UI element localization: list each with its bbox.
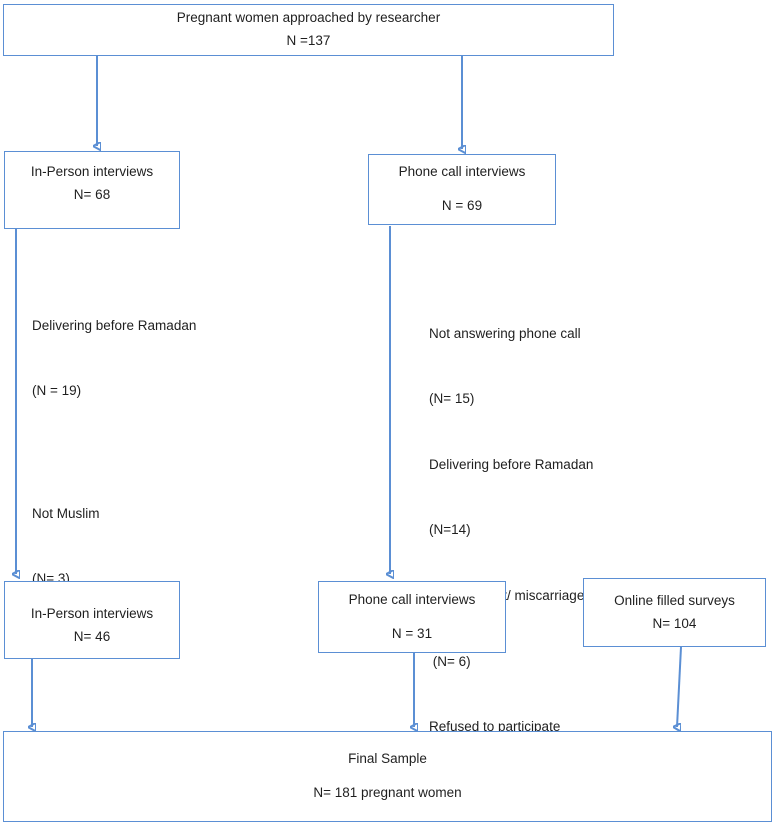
box-final-sample-title: Final Sample	[348, 751, 427, 767]
box-online-surveys-count: N= 104	[652, 615, 697, 631]
box-in-person-initial-title: In-Person interviews	[30, 164, 154, 179]
exclusion-count-delivering-before-ramadan-phone: (N=14)	[429, 522, 471, 538]
box-approached-count: N =137	[286, 33, 331, 48]
exclusion-label-not-answering: Not answering phone call	[429, 325, 581, 341]
box-phone-initial-count: N = 69	[441, 198, 483, 213]
box-online-surveys-title: Online filled surveys	[614, 592, 735, 608]
exclusion-count-not-pregnant: (N= 6)	[429, 653, 471, 669]
box-phone-final-title: Phone call interviews	[348, 591, 476, 607]
exclusion-label-not-muslim: Not Muslim	[32, 505, 100, 521]
box-phone-final[interactable]: Phone call interviews N = 31	[318, 581, 506, 653]
box-approached[interactable]: Pregnant women approached by researcher …	[3, 4, 614, 56]
exclusion-count-not-answering: (N= 15)	[429, 391, 475, 407]
edge-online-to-sample	[677, 646, 682, 727]
exclusion-label-refused: Refused to participate	[429, 719, 561, 735]
box-in-person-initial[interactable]: In-Person interviews N= 68	[4, 151, 180, 229]
box-online-surveys[interactable]: Online filled surveys N= 104	[583, 578, 766, 647]
exclusion-count-delivering-before-ramadan: (N = 19)	[32, 383, 82, 399]
exclusion-spacer	[32, 446, 196, 459]
exclusions-phone: Not answering phone call (N= 15) Deliver…	[429, 279, 593, 826]
exclusion-label-delivering-before-ramadan-phone: Delivering before Ramadan	[429, 456, 594, 472]
box-in-person-final-count: N= 46	[73, 628, 111, 644]
exclusion-label-delivering-before-ramadan: Delivering before Ramadan	[32, 317, 197, 333]
box-final-sample[interactable]: Final Sample N= 181 pregnant women	[3, 731, 772, 822]
box-approached-title: Pregnant women approached by researcher	[176, 10, 441, 26]
box-phone-final-count: N = 31	[391, 625, 433, 641]
box-in-person-initial-count: N= 68	[73, 186, 111, 202]
box-in-person-final[interactable]: In-Person interviews N= 46	[4, 581, 180, 659]
box-final-sample-count: N= 181 pregnant women	[313, 785, 462, 800]
exclusions-in-person: Delivering before Ramadan (N = 19) Not M…	[32, 271, 196, 634]
box-in-person-final-title: In-Person interviews	[30, 606, 154, 621]
box-phone-initial[interactable]: Phone call interviews N = 69	[368, 154, 556, 225]
box-phone-initial-title: Phone call interviews	[398, 164, 526, 180]
